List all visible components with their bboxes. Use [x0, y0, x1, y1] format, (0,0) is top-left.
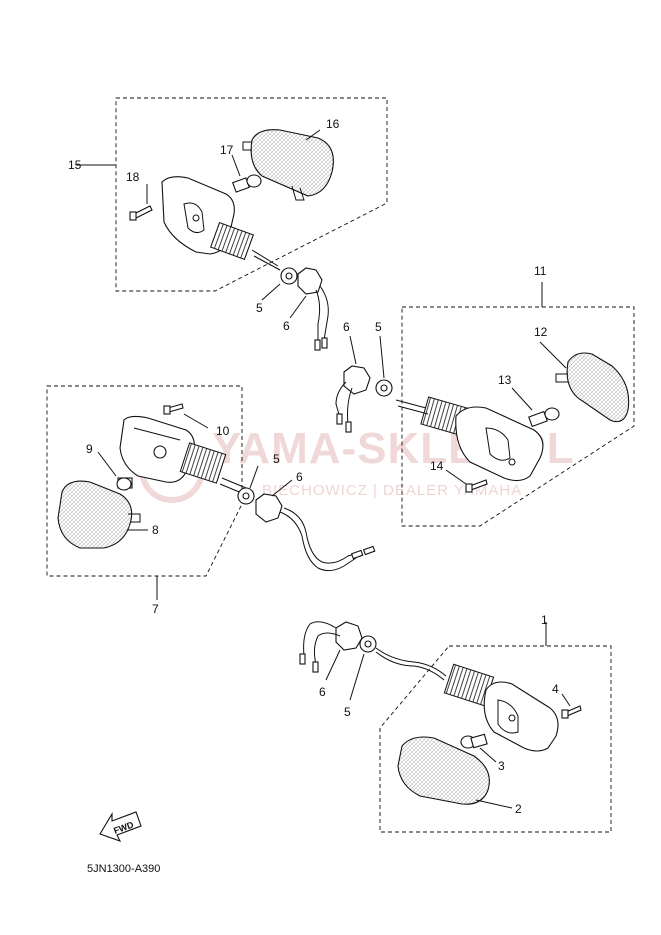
callout-6a: 6 — [283, 319, 290, 333]
screw-14 — [465, 479, 488, 493]
callout-5a: 5 — [256, 301, 263, 315]
assembly-15-rear-left-flasher: 15 18 17 16 — [68, 97, 388, 292]
assembly-1-front-right-flasher: 1 4 3 2 — [379, 613, 612, 833]
callout-14: 14 — [430, 459, 444, 473]
callout-12: 12 — [534, 325, 548, 339]
callout-11: 11 — [534, 264, 547, 278]
callout-9: 9 — [86, 442, 93, 456]
assembly-11-rear-right-flasher: 11 12 13 14 — [395, 264, 635, 527]
lens-8 — [57, 480, 133, 549]
screw-4 — [561, 705, 582, 719]
lens-16 — [250, 129, 334, 197]
housing-15 — [161, 176, 281, 271]
bulb-9 — [116, 477, 133, 491]
housing-11 — [395, 396, 544, 482]
callout-16: 16 — [326, 117, 340, 131]
housing-1 — [443, 663, 559, 752]
callout-15: 15 — [68, 158, 82, 172]
assembly-7-box — [46, 385, 243, 577]
callout-4: 4 — [552, 682, 559, 696]
callout-6c: 6 — [296, 470, 303, 484]
hardware-11: 6 5 — [335, 320, 393, 433]
hardware-15: 5 6 — [256, 267, 329, 351]
callout-17: 17 — [220, 143, 234, 157]
hardware-1: 6 5 — [299, 621, 447, 719]
callout-18: 18 — [126, 170, 140, 184]
bulb-17 — [232, 174, 262, 193]
callout-2: 2 — [515, 802, 522, 816]
callout-3: 3 — [498, 759, 505, 773]
callout-5b: 5 — [375, 320, 382, 334]
callout-1: 1 — [541, 613, 548, 627]
reference-code: 5JN1300-A390 — [87, 863, 160, 875]
assembly-1-box — [379, 645, 612, 833]
hardware-7: 5 6 — [237, 452, 376, 572]
fwd-arrow-icon: FWD — [99, 811, 142, 842]
housing-7 — [119, 415, 247, 495]
callout-5c: 5 — [273, 452, 280, 466]
lens-12 — [566, 352, 630, 423]
assembly-15-box — [115, 97, 388, 292]
callout-5d: 5 — [344, 705, 351, 719]
assembly-11-box — [401, 306, 635, 527]
screw-10 — [163, 403, 184, 415]
callout-10: 10 — [216, 424, 230, 438]
callout-6d: 6 — [319, 685, 326, 699]
callout-13: 13 — [498, 373, 512, 387]
callout-7: 7 — [152, 602, 159, 616]
bulb-13 — [528, 407, 560, 428]
bulb-3 — [460, 733, 488, 749]
callout-8: 8 — [152, 523, 159, 537]
lens-2 — [397, 736, 490, 805]
assembly-7-front-left-flasher: 7 10 9 8 — [46, 385, 247, 616]
screw-18 — [129, 205, 153, 221]
watermark-subtitle: BIECHOWICZ | DEALER YAMAHA — [262, 482, 522, 499]
callout-6b: 6 — [343, 320, 350, 334]
